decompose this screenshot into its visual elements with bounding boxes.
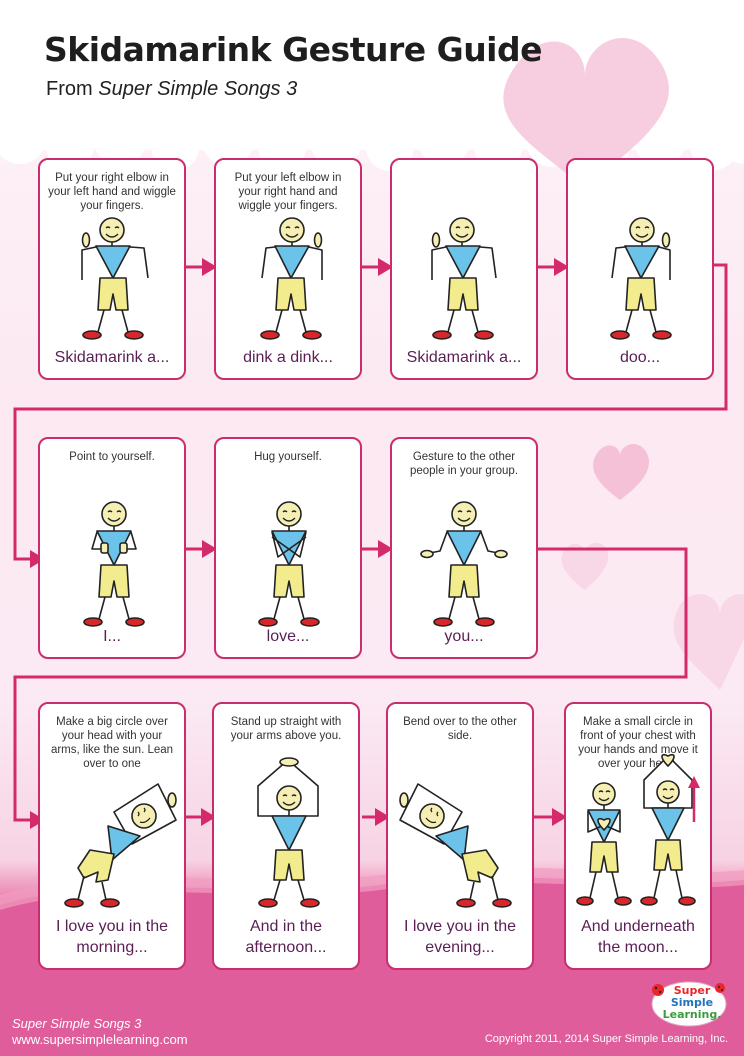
card-lyric: you... — [444, 628, 484, 645]
ladybug-icon — [652, 983, 725, 996]
bottom-wave-light — [0, 867, 744, 910]
card-lyric: And underneath the moon... — [581, 918, 695, 956]
subtitle-prefix: From — [46, 78, 93, 100]
gesture-card-10: Bend over to the other side. I love you … — [386, 702, 534, 970]
gesture-card-11: Make a small circle in front of your che… — [564, 702, 712, 970]
gesture-card-9: Stand up straight with your arms above y… — [212, 702, 360, 970]
heart-icon — [503, 37, 669, 190]
subtitle-source: Super Simple Songs 3 — [98, 78, 298, 100]
arrow-icon — [552, 808, 567, 826]
arrow-icon — [202, 540, 217, 558]
page-title: Skidamarink Gesture Guide — [44, 30, 543, 69]
arrow-icon — [378, 258, 393, 276]
super-simple-learning-logo — [651, 981, 727, 1027]
stick-figure-illustration — [610, 217, 672, 340]
stick-figure-illustration — [257, 757, 320, 908]
card-instruction: Make a small circle in front of your che… — [578, 716, 698, 770]
card-instruction: Hug yourself. — [254, 451, 322, 463]
card-lyric: I... — [103, 628, 121, 645]
logo-line-2: Simple — [670, 996, 714, 1009]
footer-left: Super Simple Songs 3 www.supersimplelear… — [12, 1016, 188, 1048]
stick-figure-illustration — [81, 217, 149, 340]
bottom-wave — [0, 877, 744, 1056]
card-lyric: I love you in the evening... — [403, 918, 517, 956]
card-instruction: Put your left elbow in your right hand a… — [234, 172, 342, 212]
card-lyric: love... — [266, 628, 310, 645]
card-instruction: Make a big circle over your head with yo… — [50, 716, 174, 770]
logo-line-3: Learning. — [662, 1008, 722, 1021]
stick-figure-illustration — [420, 501, 508, 627]
footer-website-link[interactable]: www.supersimplelearning.com — [12, 1032, 188, 1047]
heart-icon — [561, 542, 609, 590]
stick-figure-illustration — [258, 501, 320, 627]
arrow-icon — [202, 258, 217, 276]
footer-copyright: Copyright 2011, 2014 Super Simple Learni… — [484, 1033, 728, 1045]
arrow-icon — [30, 811, 45, 829]
arrow-icon — [554, 258, 569, 276]
heart-icon — [593, 443, 649, 500]
card-instruction: Gesture to the other people in your grou… — [409, 451, 519, 477]
arrow-up-icon — [688, 776, 700, 822]
card-instruction: Bend over to the other side. — [403, 716, 517, 742]
card-lyric: doo... — [619, 349, 661, 366]
stick-figure-illustration — [64, 783, 177, 908]
stick-figure-illustration — [576, 753, 700, 906]
stick-figure-illustration — [260, 217, 323, 340]
gesture-card-8: Make a big circle over your head with yo… — [38, 702, 186, 970]
arrow-icon — [30, 550, 45, 568]
gesture-card-3: Skidamarink a... — [390, 158, 538, 380]
arrow-icon — [375, 808, 390, 826]
heart-icon — [673, 594, 744, 690]
gesture-card-2: Put your left elbow in your right hand a… — [214, 158, 362, 380]
gesture-card-4: doo... — [566, 158, 714, 380]
gesture-card-5: Point to yourself. I... — [38, 437, 186, 659]
logo-line-1: Super — [673, 984, 711, 997]
card-instruction: Put your right elbow in your left hand a… — [48, 172, 176, 212]
arrow-icon — [378, 540, 393, 558]
stick-figure-illustration — [83, 501, 145, 627]
footer-series: Super Simple Songs 3 — [12, 1016, 142, 1031]
card-lyric: dink a dink... — [243, 349, 333, 366]
card-lyric: Skidamarink a... — [54, 349, 170, 366]
gesture-card-6: Hug yourself. love... — [214, 437, 362, 659]
page-subtitle: From Super Simple Songs 3 — [46, 78, 297, 101]
arrow-icon — [201, 808, 216, 826]
card-lyric: Skidamarink a... — [406, 349, 522, 366]
card-instruction: Stand up straight with your arms above y… — [230, 716, 342, 742]
gesture-card-1: Put your right elbow in your left hand a… — [38, 158, 186, 380]
card-instruction: Point to yourself. — [69, 451, 155, 463]
gesture-card-7: Gesture to the other people in your grou… — [390, 437, 538, 659]
stick-figure-illustration — [399, 783, 512, 908]
logo-text: Super Simple Learning. — [660, 985, 724, 1021]
card-lyric: I love you in the morning... — [55, 918, 169, 956]
stick-figure-illustration — [431, 217, 497, 340]
card-lyric: And in the afternoon... — [245, 918, 327, 956]
